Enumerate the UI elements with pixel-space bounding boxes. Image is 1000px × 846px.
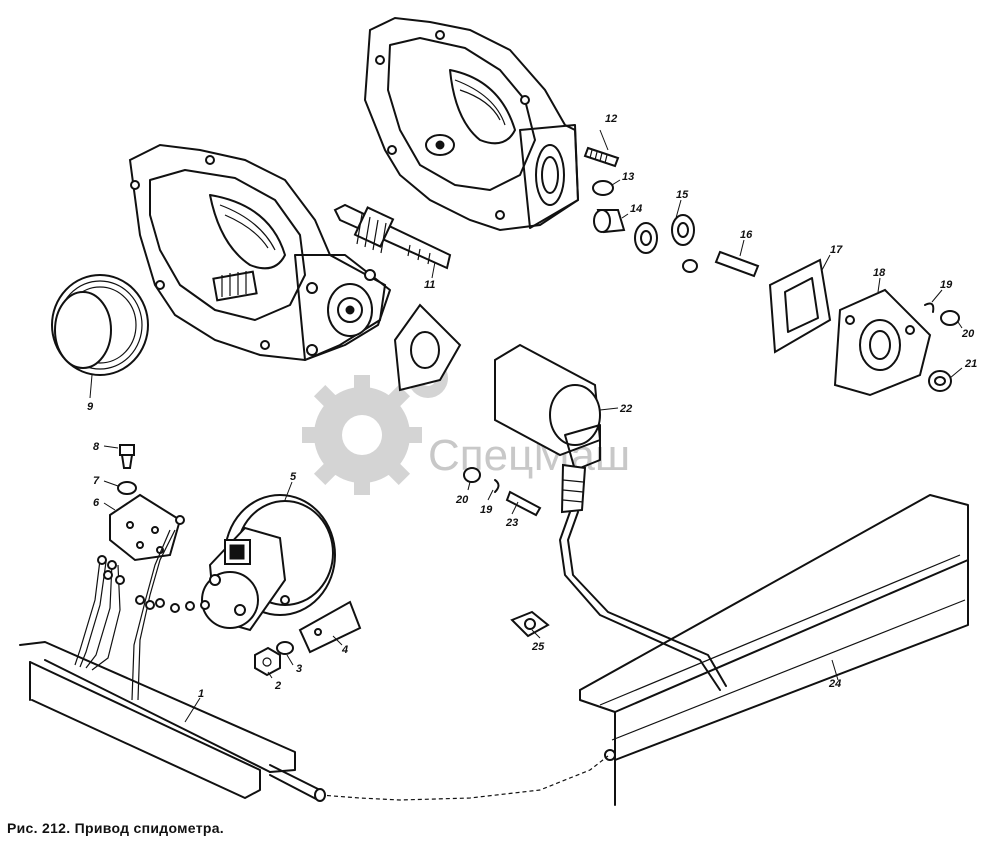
speedometer-cable — [319, 755, 609, 801]
label-23: 23 — [505, 517, 518, 529]
part-25-clip — [510, 610, 550, 638]
part-24-frame-member — [579, 494, 969, 806]
label-11: 11 — [424, 279, 435, 291]
label-2: 2 — [274, 680, 281, 692]
label-22: 22 — [619, 403, 632, 415]
part-15-gears — [634, 214, 695, 254]
part-11-driven-shaft — [333, 203, 452, 270]
part-1-bracket — [19, 641, 326, 802]
part-14-bushing — [593, 209, 626, 234]
label-25: 25 — [531, 641, 545, 653]
label-24: 24 — [828, 678, 841, 690]
label-6: 6 — [93, 497, 100, 509]
label-13: 13 — [622, 171, 634, 183]
gasket-small — [393, 303, 462, 392]
part-22-sensor — [494, 343, 602, 514]
label-4: 4 — [341, 644, 348, 656]
housing-upper — [363, 16, 580, 232]
part-17-gasket — [768, 258, 832, 354]
label-20-upper: 20 — [961, 328, 975, 340]
parts-2-3-4 — [254, 600, 362, 677]
label-19-lower: 19 — [480, 504, 493, 516]
label-9: 9 — [87, 401, 94, 413]
part-5-speedometer — [200, 494, 336, 632]
housing-lower — [128, 143, 391, 362]
part-12-stud — [583, 146, 620, 168]
part-9-seal-ring — [51, 274, 149, 376]
label-16: 16 — [740, 229, 753, 241]
parts-19-20-21 — [924, 302, 960, 392]
sensor-cable — [559, 511, 727, 691]
part-18-flange — [833, 288, 932, 397]
label-14: 14 — [630, 203, 642, 215]
label-17: 17 — [830, 244, 843, 256]
label-8: 8 — [93, 441, 100, 453]
part-16-drive-shaft — [682, 250, 760, 278]
label-5: 5 — [290, 471, 297, 483]
parts-6-7-8 — [109, 444, 185, 562]
label-12: 12 — [605, 113, 617, 125]
label-20-lower: 20 — [455, 494, 469, 506]
gear-logo-icon — [302, 358, 448, 495]
part-13-plug — [592, 180, 614, 196]
parts-19-20-23-lower — [463, 467, 542, 517]
figure-caption: Рис. 212. Привод спидометра. — [7, 820, 224, 836]
watermark: СпецМаш — [302, 358, 630, 495]
label-19-upper: 19 — [940, 279, 953, 291]
callouts: 12 13 14 15 16 17 18 19 20 21 11 9 22 8 … — [87, 113, 977, 723]
label-3: 3 — [296, 663, 302, 675]
label-21: 21 — [964, 358, 977, 370]
label-1: 1 — [198, 688, 204, 700]
label-7: 7 — [93, 475, 100, 487]
label-18: 18 — [873, 267, 886, 279]
label-15: 15 — [676, 189, 689, 201]
